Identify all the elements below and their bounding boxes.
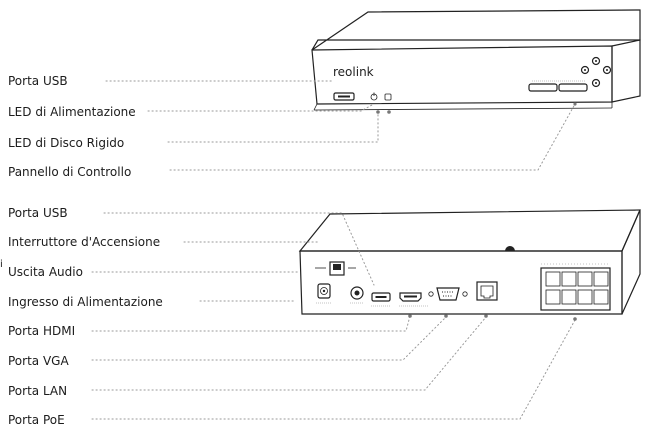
control-panel [528,56,612,92]
audio-out-port [350,286,364,304]
vga-port [428,287,468,301]
poe-ports [540,263,611,311]
label-lan-port: Porta LAN [8,384,68,398]
lan-port [476,281,498,301]
label-hdd-led: LED di Disco Rigido [8,136,125,150]
front-leader-lines [105,80,577,171]
front-usb-port [333,92,355,101]
brand-logo: reolink [333,65,374,79]
rear-leader-lines [91,212,577,420]
label-rear-usb-port: Porta USB [8,206,68,220]
label-control-panel: Pannello di Controllo [8,165,132,179]
label-power-switch: Interruttore d'Accensione [8,235,161,249]
label-audio-out: Uscita Audio [8,265,83,279]
label-hdmi-port: Porta HDMI [8,324,76,338]
label-vga-port: Porta VGA [8,354,69,368]
label-power-led: LED di Alimentazione [8,105,136,119]
nvr-front-view: reolink [311,9,641,111]
label-front-usb-port: Porta USB [8,74,68,88]
power-led-icon [370,92,378,101]
power-switch [315,261,356,276]
stray-mark: i [0,259,3,270]
label-power-input: Ingresso di Alimentazione [8,295,163,309]
hdd-led-icon [384,93,392,101]
nvr-rear-view [298,209,641,315]
label-poe-port: Porta PoE [8,413,65,427]
power-input-port [316,283,332,304]
rear-usb-port [371,292,391,307]
hdmi-port [399,292,428,307]
